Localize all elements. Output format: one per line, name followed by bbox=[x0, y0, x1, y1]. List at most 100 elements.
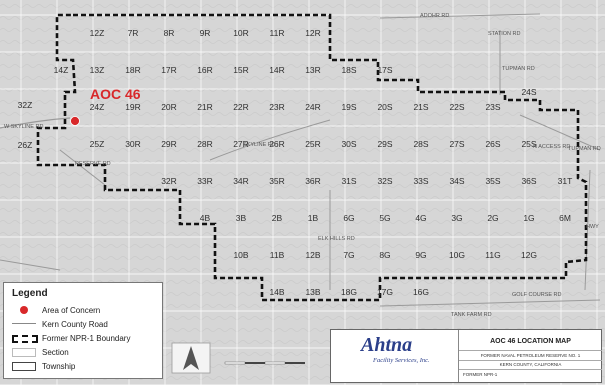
legend-title: Legend bbox=[12, 288, 48, 299]
road-label: STATION RD bbox=[488, 31, 521, 37]
section-label-21r: 21R bbox=[197, 102, 213, 112]
section-label-13b: 13B bbox=[305, 287, 320, 297]
road-labels: ADOHR RD STATION RD TUPMAN RD W SKYLINE RD R… bbox=[4, 13, 601, 318]
north-arrow-icon bbox=[171, 342, 211, 374]
section-label-14z: 14Z bbox=[54, 65, 69, 75]
section-label-35r: 35R bbox=[269, 176, 285, 186]
section-label-30s: 30S bbox=[341, 139, 356, 149]
section-label-18r: 18R bbox=[125, 65, 141, 75]
legend-symbol-boundary-icon bbox=[12, 333, 38, 343]
section-label-34s: 34S bbox=[449, 176, 464, 186]
section-label-12r: 12R bbox=[305, 28, 321, 38]
aoc-marker[interactable]: AOC 46 bbox=[70, 86, 141, 126]
section-label-19s: 19S bbox=[341, 102, 356, 112]
road-label: TUPMAN RD bbox=[502, 66, 535, 72]
section-label-34r: 34R bbox=[233, 176, 249, 186]
section-label-7r: 7R bbox=[128, 28, 139, 38]
section-label-32z: 32Z bbox=[18, 100, 33, 110]
section-label-25r: 25R bbox=[305, 139, 321, 149]
section-label-15r: 15R bbox=[233, 65, 249, 75]
section-label-27s: 27S bbox=[449, 139, 464, 149]
legend-item-dot: Area of Concern bbox=[12, 305, 100, 315]
section-label-32s: 32S bbox=[377, 176, 392, 186]
legend-symbol-section-icon bbox=[12, 347, 36, 357]
legend-item-label: Kern County Road bbox=[42, 319, 108, 329]
section-label-11r: 11R bbox=[270, 28, 285, 38]
road-label: TANK FARM RD bbox=[451, 312, 492, 318]
section-label-2b: 2B bbox=[272, 213, 283, 223]
section-label-13z: 13Z bbox=[90, 65, 105, 75]
legend-item-label: Area of Concern bbox=[42, 305, 101, 315]
road-label: RESERVE RD bbox=[75, 161, 111, 167]
section-label-7g: 7G bbox=[343, 250, 354, 260]
section-label-14b: 14B bbox=[269, 287, 284, 297]
map-subtitle-county: KERN COUNTY, CALIFORNIA bbox=[499, 362, 562, 367]
aoc-label: AOC 46 bbox=[90, 86, 141, 102]
section-label-6g: 6G bbox=[343, 213, 354, 223]
section-label-26r: 26R bbox=[269, 139, 285, 149]
section-label-23s: 23S bbox=[485, 102, 500, 112]
map-subtitle-site: FORMER NPR-1 bbox=[463, 372, 498, 377]
section-label-2g: 2G bbox=[487, 213, 498, 223]
section-label-14r: 14R bbox=[269, 65, 285, 75]
section-label-16g: 16G bbox=[413, 287, 429, 297]
legend-item-township: Township bbox=[12, 361, 75, 371]
section-label-22s: 22S bbox=[449, 102, 464, 112]
legend-symbol-township-icon bbox=[12, 361, 36, 371]
section-label-26z: 26Z bbox=[18, 140, 33, 150]
section-label-19r: 19R bbox=[125, 102, 141, 112]
section-label-11b: 11B bbox=[270, 250, 285, 260]
map-subtitle-reserve: FORMER NAVAL PETROLEUM RESERVE NO. 1 bbox=[480, 353, 581, 358]
npr1-boundary bbox=[36, 13, 588, 302]
legend-item-label: Former NPR-1 Boundary bbox=[42, 333, 131, 343]
section-label-4g: 4G bbox=[415, 213, 426, 223]
scale-bar bbox=[224, 361, 305, 365]
section-label-12z: 12Z bbox=[90, 28, 105, 38]
legend-symbol-road-icon bbox=[12, 319, 36, 329]
section-label-20r: 20R bbox=[161, 102, 177, 112]
road-label: GOLF COURSE RD bbox=[512, 292, 562, 298]
section-label-10g: 10G bbox=[449, 250, 465, 260]
road-label: ADOHR RD bbox=[420, 13, 449, 19]
section-label-36s: 36S bbox=[521, 176, 536, 186]
map-title: AOC 46 LOCATION MAP bbox=[490, 338, 571, 345]
section-label-31t: 31T bbox=[558, 176, 573, 186]
road-label: TUPMAN RD bbox=[568, 146, 601, 152]
section-label-24z: 24Z bbox=[90, 102, 105, 112]
section-label-24s: 24S bbox=[521, 87, 536, 97]
section-label-10r: 10R bbox=[233, 28, 249, 38]
section-label-29s: 29S bbox=[377, 139, 392, 149]
section-label-20s: 20S bbox=[377, 102, 392, 112]
section-label-36r: 36R bbox=[305, 176, 321, 186]
road-label: N ACCESS RD bbox=[533, 144, 570, 150]
section-label-17s: 17S bbox=[377, 65, 392, 75]
section-label-1g: 1G bbox=[523, 213, 534, 223]
section-label-17r: 17R bbox=[161, 65, 177, 75]
section-label-12b: 12B bbox=[305, 250, 320, 260]
section-label-3g: 3G bbox=[451, 213, 462, 223]
section-label-8r: 8R bbox=[164, 28, 175, 38]
section-label-17g: 17G bbox=[377, 287, 393, 297]
road-label: HWY bbox=[586, 224, 599, 230]
section-label-11g: 11G bbox=[485, 250, 500, 260]
legend-item-section: Section bbox=[12, 347, 69, 357]
section-label-35s: 35S bbox=[485, 176, 500, 186]
title-block: Ahtna Facility Services, Inc. AOC 46 LOC… bbox=[330, 329, 602, 383]
company-logo-subtitle: Facility Services, Inc. bbox=[373, 357, 430, 364]
section-label-8g: 8G bbox=[379, 250, 390, 260]
section-label-18g: 18G bbox=[341, 287, 357, 297]
section-label-21s: 21S bbox=[413, 102, 428, 112]
section-label-30r: 30R bbox=[125, 139, 141, 149]
section-label-10b: 10B bbox=[233, 250, 248, 260]
section-label-16r: 16R bbox=[197, 65, 213, 75]
section-label-29r: 29R bbox=[161, 139, 177, 149]
road-lines bbox=[0, 13, 601, 307]
section-label-9r: 9R bbox=[200, 28, 211, 38]
section-label-1b: 1B bbox=[308, 213, 319, 223]
section-label-4b: 4B bbox=[200, 213, 211, 223]
area-of-concern-dot[interactable] bbox=[70, 116, 80, 126]
legend-item-label: Township bbox=[42, 361, 76, 371]
road-label: W SKYLINE RD bbox=[4, 124, 43, 130]
road-label: SKYLINE RD bbox=[243, 142, 276, 148]
